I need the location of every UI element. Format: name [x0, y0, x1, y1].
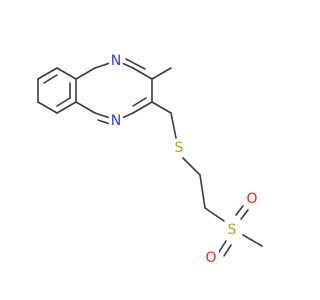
- bond: [151, 67, 172, 80]
- bond: [121, 62, 134, 69]
- bond: [235, 205, 244, 216]
- bond: [204, 207, 225, 222]
- bond: [94, 62, 111, 69]
- bond: [75, 101, 96, 114]
- bond: [56, 67, 77, 80]
- bond: [43, 74, 58, 84]
- molecule-diagram: N N S S O O: [37, 53, 263, 266]
- bond: [125, 58, 146, 70]
- bond: [75, 67, 96, 80]
- bond: [223, 244, 232, 257]
- atom-sulfur-thioether: S: [175, 140, 184, 156]
- bond: [170, 112, 177, 139]
- atom-oxygen-lower: O: [205, 250, 216, 266]
- bond: [97, 119, 111, 125]
- bond: [37, 101, 58, 114]
- bond: [121, 112, 134, 119]
- bond: [56, 97, 71, 107]
- bond: [199, 174, 206, 209]
- atom-nitrogen-bottom: N: [111, 113, 121, 129]
- bond: [132, 67, 153, 80]
- molecule-structure: N N S S O O: [37, 53, 263, 266]
- atom-sulfur-sulfonyl: S: [228, 222, 237, 238]
- bonds: [37, 58, 263, 257]
- bond: [132, 101, 153, 114]
- atom-nitrogen-top: N: [111, 53, 121, 69]
- bond: [132, 97, 147, 107]
- bond: [240, 209, 249, 220]
- bond: [151, 101, 172, 114]
- bond: [37, 67, 58, 80]
- atom-labels: N N S S O O: [109, 53, 260, 266]
- atom-oxygen-upper: O: [246, 191, 257, 207]
- bond: [94, 112, 111, 119]
- bond: [56, 101, 77, 114]
- bond: [242, 234, 263, 247]
- bond: [218, 240, 227, 253]
- bond: [182, 157, 201, 176]
